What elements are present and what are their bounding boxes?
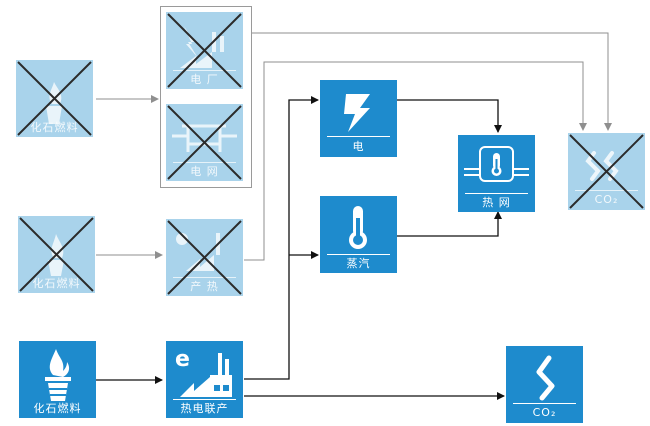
chp-plant-icon: e — [175, 347, 232, 397]
label-divider — [575, 190, 638, 191]
node-label: 电 网 — [190, 165, 219, 178]
node-power-plant: 电 厂 — [166, 12, 243, 89]
node-co2-top: CO₂ — [568, 133, 645, 210]
label-divider — [173, 162, 236, 163]
thermometer-icon — [349, 206, 367, 249]
node-electricity: 电 — [320, 80, 397, 157]
node-label: 化石燃料 — [33, 402, 82, 415]
node-fossil-fuel-top: 化石燃料 — [16, 60, 93, 137]
co2-icon — [536, 355, 555, 401]
node-heat-production: 产 热 — [166, 219, 243, 296]
node-label: 电 厂 — [190, 73, 219, 86]
node-label: 化石燃料 — [32, 277, 81, 290]
node-label: CO₂ — [594, 193, 619, 206]
label-divider — [327, 136, 390, 137]
node-co2-bottom: CO₂ — [506, 346, 583, 423]
arrow-chp-to-electricity — [244, 96, 319, 380]
node-label: 化石燃料 — [30, 121, 79, 134]
node-chp: e 热电联产 — [166, 341, 243, 418]
node-steam: 蒸汽 — [320, 196, 397, 273]
label-divider — [173, 399, 236, 400]
label-divider — [327, 254, 390, 255]
arrow-grid-group-to-co2 — [252, 32, 612, 131]
arrow-heat-production-to-co2 — [244, 61, 587, 261]
node-heat-network: 热 网 — [458, 135, 535, 212]
node-label: 产 热 — [190, 280, 219, 293]
node-label: 热电联产 — [180, 402, 229, 415]
label-divider — [513, 403, 576, 404]
svg-text:e: e — [175, 347, 190, 372]
arrow-electricity-to-heat-network — [397, 99, 502, 133]
label-divider — [173, 70, 236, 71]
node-label: CO₂ — [532, 406, 557, 419]
node-label: 蒸汽 — [346, 257, 371, 270]
node-fossil-fuel-middle: 化石燃料 — [18, 216, 95, 293]
heat-network-icon — [464, 146, 529, 182]
lightning-icon — [344, 94, 370, 132]
node-label: 电 — [352, 140, 365, 153]
fossil-fuel-icon — [45, 349, 71, 401]
label-divider — [465, 193, 528, 194]
arrow-steam-to-heat-network — [397, 211, 502, 237]
label-divider — [173, 277, 236, 278]
power-plant-grid-group — [160, 6, 252, 188]
node-label: 热 网 — [482, 196, 511, 209]
node-power-grid: 电 网 — [166, 104, 243, 181]
node-fossil-fuel-bottom: 化石燃料 — [19, 341, 96, 418]
